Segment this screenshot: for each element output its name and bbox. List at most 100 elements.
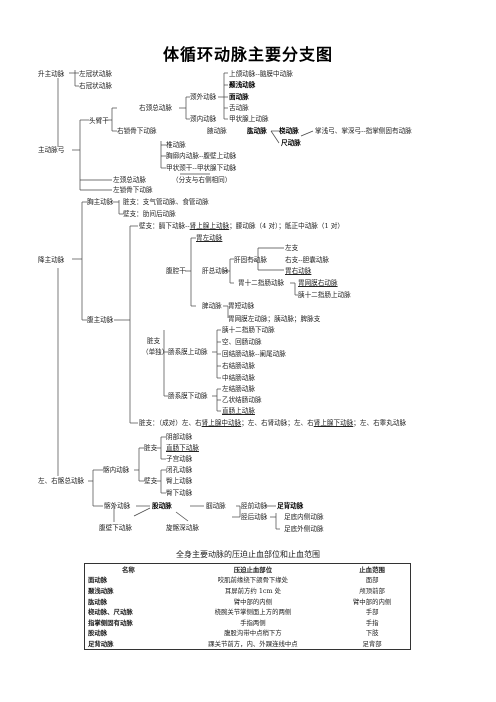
deep-iliac-circumflex-label: 旋髂深动脉: [166, 524, 199, 532]
sup-pancreaticoduodenal-label: 胰十二指肠上动脉: [298, 291, 351, 299]
table-row: 面动脉 咬肌前缘绕下颌骨下缘处 面部: [85, 575, 411, 586]
ii-visceral-branch-3: 子宫动脉: [166, 455, 193, 463]
brachial-label: 肱动脉: [247, 127, 267, 135]
ii-parietal-branch-1: 闭孔动脉: [166, 466, 193, 474]
table-cell: 颞浅动脉: [88, 586, 114, 595]
ima-branch-1: 左结肠动脉: [222, 385, 255, 393]
table-header: 名称: [121, 565, 135, 574]
sma-branch-1: 胰十二指肠下动脉: [222, 326, 275, 334]
table-cell: 臂中部的内侧: [352, 597, 392, 606]
table-cell: 肱动脉: [88, 597, 108, 606]
aortic-arch-label: 主动脉弓: [38, 146, 65, 154]
palmar-arches-label: 掌浅弓、掌深弓--指掌侧固有动脉: [315, 127, 412, 135]
left-common-carotid-label: 左颈总动脉: [113, 176, 146, 184]
table-row: 指掌侧固有动脉 手指两侧 手指: [85, 617, 411, 628]
table-cell: 下肢: [365, 629, 379, 638]
celiac-trunk-label: 腹腔干: [166, 267, 186, 275]
dorsalis-pedis-label: 足背动脉: [277, 502, 304, 510]
table-cell: 桡腕关节掌侧面上方的两侧: [214, 608, 292, 617]
ext-carotid-branch-3: 面动脉: [229, 93, 249, 101]
table-cell: 手部: [365, 608, 379, 617]
external-iliac-label: 髂外动脉: [104, 502, 131, 510]
ima-branch-3: 直肠上动脉: [222, 407, 255, 415]
ii-parietal-branch-3: 臀下动脉: [166, 489, 193, 497]
ima-branch-2: 乙状结肠动脉: [222, 396, 262, 404]
ii-visceral-branch-1: 阴部动脉: [166, 433, 193, 441]
table-header: 止血范围: [359, 565, 385, 574]
right-gastroepiploic-label: 胃网膜右动脉: [298, 279, 338, 287]
left-gastroepiploic-label: 胃网膜左动脉；胰动脉；脾脉支: [228, 315, 321, 323]
internal-iliac-visceral-label: 脏支: [144, 444, 158, 452]
thoracic-visceral-label: 脏支：支气管动脉、食管动脉: [123, 198, 209, 206]
ascending-aorta-label: 升主动脉: [38, 70, 65, 78]
thyrocervical-label: 甲状颈干--甲状腺下动脉: [166, 164, 237, 172]
right-coronary-label: 右冠状动脉: [79, 82, 112, 90]
table-cell: 腹股沟带中点稍下方: [224, 629, 282, 638]
common-iliac-label: 左、右髂总动脉: [38, 477, 85, 485]
internal-thoracic-label: 胸廓内动脉--腹壁上动脉: [166, 152, 237, 160]
table-cell: 指掌侧固有动脉: [88, 618, 133, 627]
ii-parietal-branch-2: 臀上动脉: [166, 477, 193, 485]
ext-carotid-branch-2: 颞浅动脉: [229, 81, 256, 89]
right-branch-cystic-label: 右支--胆囊动脉: [285, 256, 330, 264]
femoral-label: 股动脉: [152, 502, 172, 510]
right-common-carotid-label: 右颈总动脉: [139, 104, 172, 112]
table-header-row: 名称 压迫止血部位 止血范围: [85, 564, 411, 575]
internal-iliac-parietal-label: 壁支: [144, 477, 158, 485]
table-cell: 足背部: [362, 639, 382, 648]
inferior-epigastric-label: 腹壁下动脉: [99, 524, 132, 532]
sma-branch-5: 中结肠动脉: [222, 374, 255, 382]
short-gastric-label: 胃短动脉: [228, 302, 255, 310]
left-branch-label: 左支: [285, 244, 299, 252]
table-row: 足背动脉 踝关节前方，内、外踝连线中点 足背部: [85, 638, 411, 649]
gastroduodenal-label: 胃十二指肠动脉: [238, 279, 285, 287]
table-header: 压迫止血部位: [233, 565, 273, 574]
hemostasis-table: 名称 压迫止血部位 止血范围 面动脉 咬肌前缘绕下颌骨下缘处 面部 颞浅动脉 耳…: [84, 563, 411, 650]
superior-mesenteric-label: 肠系膜上动脉: [168, 348, 208, 356]
unpaired-note: （单独）: [142, 348, 169, 356]
left-gastric-label: 胃左动脉: [196, 234, 223, 242]
right-gastric-label: 胃右动脉: [285, 267, 312, 275]
brachiocephalic-label: 头臂干: [89, 117, 109, 125]
descending-aorta-label: 降主动脉: [38, 256, 65, 264]
table-row: 股动脉 腹股沟带中点稍下方 下肢: [85, 628, 411, 639]
table-cell: 臂中部的内侧: [233, 597, 273, 606]
abdominal-aorta-label: 腹主动脉: [87, 316, 114, 324]
thoracic-parietal-label: 壁支：肋间后动脉: [123, 210, 176, 218]
left-coronary-label: 左冠状动脉: [79, 70, 112, 78]
table-cell: 踝关节前方，内、外踝连线中点: [208, 639, 298, 648]
table-cell: 足背动脉: [88, 639, 114, 648]
ii-visceral-branch-2: 直肠下动脉: [166, 444, 199, 452]
table-cell: 面部: [365, 576, 379, 585]
page-title: 体循环动脉主要分支图: [162, 45, 333, 64]
thoracic-aorta-label: 胸主动脉: [87, 198, 114, 206]
external-carotid-label: 颈外动脉: [190, 93, 217, 101]
table-row: 肱动脉 臂中部的内侧 臂中部的内侧: [85, 596, 411, 607]
internal-carotid-label: 颈内动脉: [190, 115, 217, 123]
sma-branch-3: 回结肠动脉--阑尾动脉: [222, 350, 286, 358]
splenic-label: 脾动脉: [202, 302, 222, 310]
table-cell: 面动脉: [88, 576, 108, 585]
ext-carotid-branch-1: 上颌动脉--脑膜中动脉: [229, 70, 293, 78]
table-cell: 手指两侧: [240, 618, 266, 627]
popliteal-label: 腘动脉: [206, 502, 226, 510]
table-row: 桡动脉、尺动脉 桡腕关节掌侧面上方的两侧 手部: [85, 606, 411, 617]
proper-hepatic-label: 肝固有动脉: [234, 256, 267, 264]
table-cell: 股动脉: [88, 629, 108, 638]
medial-plantar-label: 足底内侧动脉: [284, 513, 324, 521]
inferior-mesenteric-label: 肠系膜下动脉: [168, 392, 208, 400]
sma-branch-2: 空、回肠动脉: [222, 338, 262, 346]
anterior-tibial-label: 胫前动脉: [241, 502, 268, 510]
common-hepatic-label: 肝总动脉: [202, 267, 229, 275]
axillary-label: 腋动脉: [207, 127, 227, 135]
table-cell: 手指: [365, 618, 379, 627]
left-subclavian-label: 左锁骨下动脉: [113, 186, 153, 194]
unpaired-visceral-label: 脏支: [147, 337, 161, 345]
lateral-plantar-label: 足底外侧动脉: [284, 525, 324, 533]
ext-carotid-branch-5: 甲状腺上动脉: [229, 115, 269, 123]
internal-iliac-label: 髂内动脉: [103, 466, 130, 474]
abdominal-parietal-line: 壁支：膈下动脉--肾上腺上动脉；腰动脉（4 对）；骶正中动脉（1 对）: [139, 222, 344, 230]
table-cell: 咬肌前缘绕下颌骨下缘处: [217, 576, 289, 585]
posterior-tibial-label: 胫后动脉: [241, 513, 268, 521]
